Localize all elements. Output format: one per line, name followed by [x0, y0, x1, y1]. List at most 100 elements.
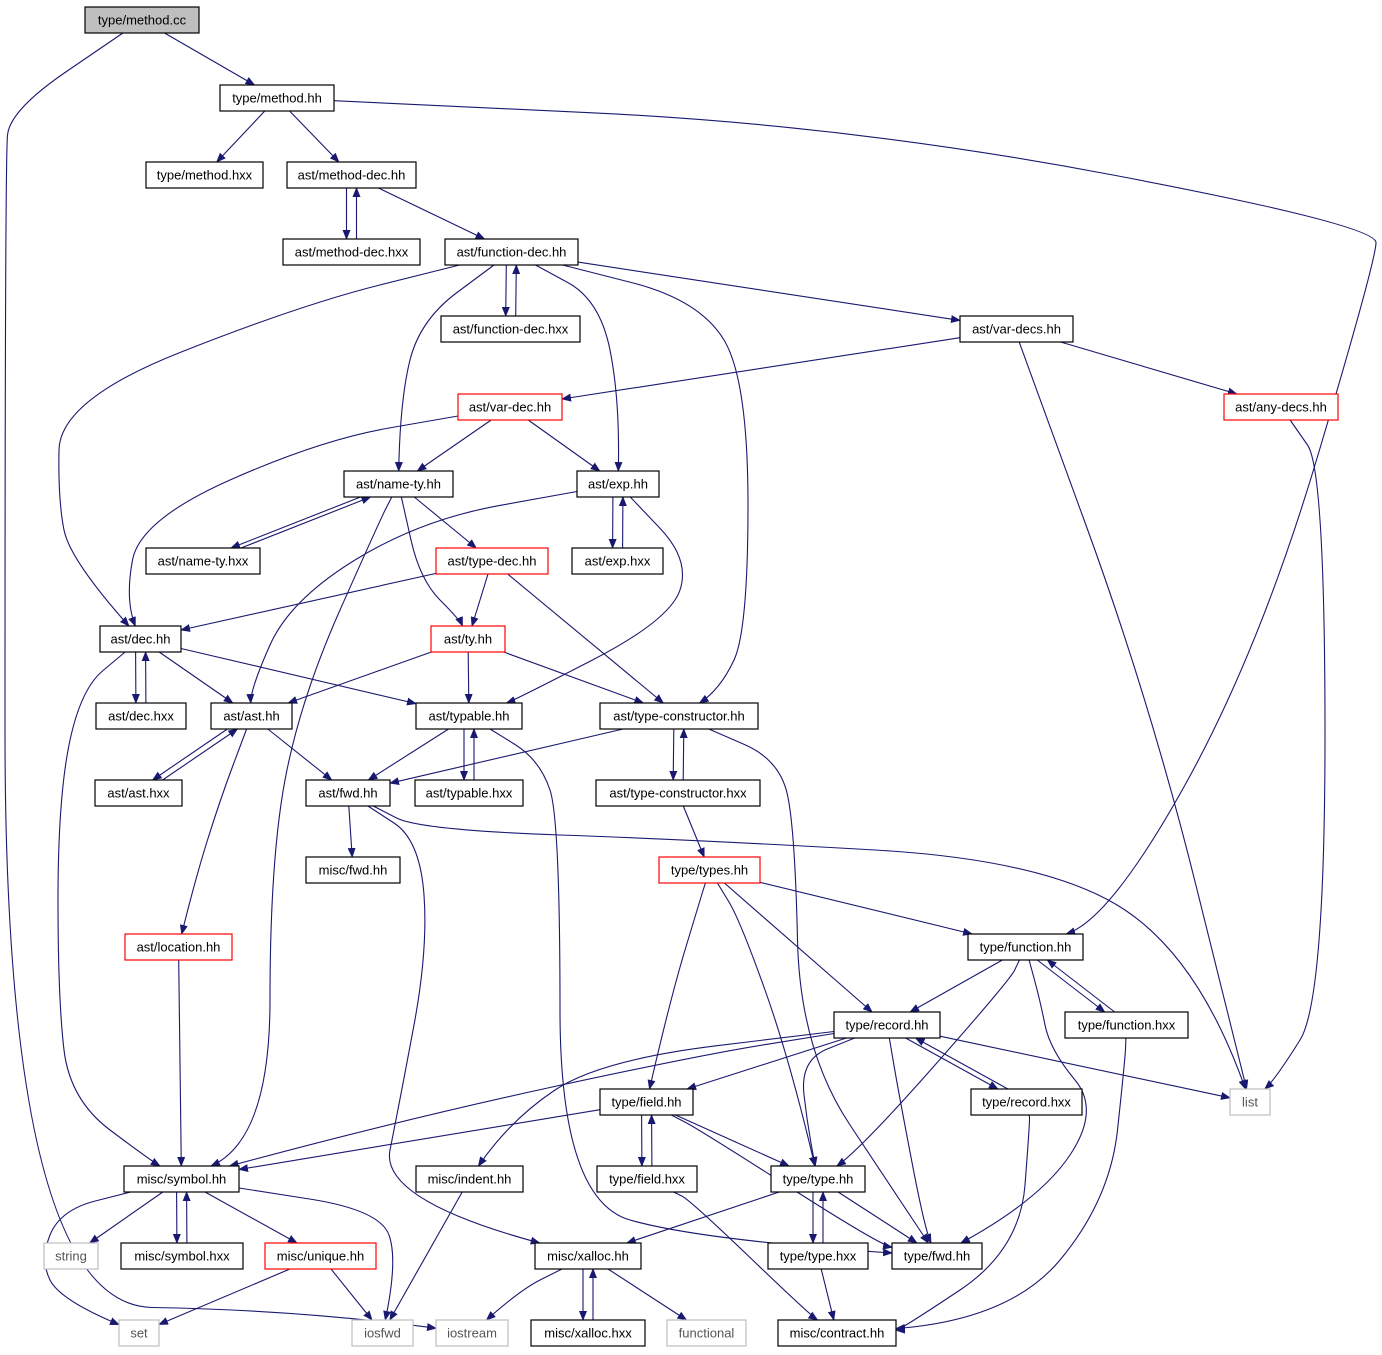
edge-var_decs_hh-to-var_dec_hh — [561, 337, 961, 402]
edge-method_dec_hh-to-function_dec_hh — [378, 187, 486, 240]
node-method-hh[interactable]: type/method.hh — [219, 84, 335, 112]
edge-record_hh-to-list — [939, 1035, 1231, 1100]
node-dec-hh[interactable]: ast/dec.hh — [99, 625, 182, 653]
node-box — [571, 547, 664, 575]
node-label: ast/typable.hxx — [426, 786, 513, 801]
node-exp-hh[interactable]: ast/exp.hh — [576, 470, 660, 498]
node-dec-hxx[interactable]: ast/dec.hxx — [95, 702, 187, 730]
node-box — [770, 1165, 866, 1193]
node-label: type/function.hxx — [1078, 1018, 1176, 1033]
node-indent-hh[interactable]: misc/indent.hh — [415, 1165, 524, 1193]
node-box — [530, 1319, 646, 1347]
node-label: type/types.hh — [671, 863, 748, 878]
edge-types_hh-to-field_hh — [647, 882, 706, 1090]
edge-record_hxx-to-contract_hh — [895, 1114, 1031, 1334]
edge-function_dec_hh-to-exp_hh — [535, 264, 623, 472]
edge-types_hh-to-record_hh — [724, 882, 873, 1013]
node-name-ty-hxx[interactable]: ast/name-ty.hxx — [145, 547, 261, 575]
edge-method_hh-to-method_hxx — [216, 110, 266, 163]
edge-types_hh-to-type_hh — [716, 882, 817, 1167]
edge-type_hh-to-type_fwd_hh — [837, 1191, 918, 1244]
node-box — [658, 856, 761, 884]
node-method-cc[interactable]: type/method.cc — [84, 6, 200, 34]
node-location-hh[interactable]: ast/location.hh — [124, 933, 233, 961]
node-label: ast/type-dec.hh — [448, 554, 537, 569]
node-function-hxx[interactable]: type/function.hxx — [1064, 1011, 1189, 1039]
edge-any_decs_hh-to-list — [1264, 419, 1326, 1090]
node-label: misc/xalloc.hxx — [544, 1326, 632, 1341]
node-function-hh[interactable]: type/function.hh — [967, 933, 1084, 961]
node-label: type/record.hxx — [982, 1095, 1071, 1110]
node-misc-fwd-hh[interactable]: misc/fwd.hh — [305, 856, 401, 884]
node-type-dec-hh[interactable]: ast/type-dec.hh — [435, 547, 549, 575]
node-field-hh[interactable]: type/field.hh — [599, 1088, 694, 1116]
node-function-dec-hxx[interactable]: ast/function-dec.hxx — [440, 315, 581, 343]
edge-dec_hh-to-ast_hh — [158, 651, 234, 704]
node-ast-hh[interactable]: ast/ast.hh — [210, 702, 293, 730]
node-xalloc-hxx[interactable]: misc/xalloc.hxx — [530, 1319, 646, 1347]
node-label: string — [55, 1249, 87, 1264]
node-contract-hh[interactable]: misc/contract.hh — [777, 1319, 897, 1347]
node-ty-hh[interactable]: ast/ty.hh — [430, 625, 506, 653]
edge-record_hh-to-record_hxx — [905, 1037, 999, 1090]
edge-record_hh-to-field_hh — [686, 1037, 847, 1091]
edge-var_decs_hh-to-any_decs_hh — [1060, 341, 1238, 396]
node-label: type/method.cc — [98, 13, 187, 28]
node-var-decs-hh[interactable]: ast/var-decs.hh — [959, 315, 1074, 343]
node-xalloc-hh[interactable]: misc/xalloc.hh — [534, 1242, 642, 1270]
node-method-dec-hxx[interactable]: ast/method-dec.hxx — [282, 238, 421, 266]
node-exp-hxx[interactable]: ast/exp.hxx — [571, 547, 664, 575]
node-ast-hxx[interactable]: ast/ast.hxx — [94, 779, 183, 807]
node-box — [596, 1165, 698, 1193]
node-box — [210, 702, 293, 730]
node-type-hxx[interactable]: type/type.hxx — [767, 1242, 869, 1270]
node-label: type/type.hh — [783, 1172, 854, 1187]
node-box — [970, 1088, 1083, 1116]
edge-var_dec_hh-to-dec_hh — [128, 415, 459, 627]
edge-symbol_hh-to-unique_hh — [204, 1191, 298, 1244]
node-box — [599, 1088, 694, 1116]
node-name-ty-hh[interactable]: ast/name-ty.hh — [343, 470, 454, 498]
edge-type_constructor_hh-to-type_constructor_hxx — [669, 728, 678, 781]
node-label: type/method.hh — [232, 91, 322, 106]
edge-field_hh-to-type_hh — [675, 1114, 790, 1167]
node-unique-hh[interactable]: misc/unique.hh — [264, 1242, 377, 1270]
edge-var_dec_hh-to-name_ty_hh — [416, 419, 492, 472]
edge-method_cc-to-method_hh — [164, 32, 256, 86]
node-typable-hxx[interactable]: ast/typable.hxx — [414, 779, 524, 807]
node-function-dec-hh[interactable]: ast/function-dec.hh — [444, 238, 579, 266]
node-types-hh[interactable]: type/types.hh — [658, 856, 761, 884]
node-type-fwd-hh[interactable]: type/fwd.hh — [891, 1242, 983, 1270]
node-method-hxx[interactable]: type/method.hxx — [145, 161, 264, 189]
node-box — [891, 1242, 983, 1270]
node-record-hh[interactable]: type/record.hh — [833, 1011, 941, 1039]
node-fwd-hh[interactable]: ast/fwd.hh — [305, 779, 391, 807]
node-type-constructor-hxx[interactable]: ast/type-constructor.hxx — [595, 779, 761, 807]
edge-function_dec_hh-to-dec_hh — [58, 264, 460, 627]
edge-name_ty_hh-to-name_ty_hxx — [230, 496, 361, 549]
node-box — [305, 779, 391, 807]
node-any-decs-hh[interactable]: ast/any-decs.hh — [1223, 393, 1339, 421]
node-symbol-hxx[interactable]: misc/symbol.hxx — [120, 1242, 244, 1270]
node-var-dec-hh[interactable]: ast/var-dec.hh — [457, 393, 563, 421]
edge-type_constructor_hxx-to-type_constructor_hh — [679, 728, 688, 781]
node-method-dec-hh[interactable]: ast/method-dec.hh — [286, 161, 417, 189]
node-label: ast/ty.hh — [444, 632, 492, 647]
node-type-hh[interactable]: type/type.hh — [770, 1165, 866, 1193]
node-field-hxx[interactable]: type/field.hxx — [596, 1165, 698, 1193]
edge-ast_hh-to-fwd_hh — [267, 728, 333, 781]
node-box — [534, 1242, 642, 1270]
node-typable-hh[interactable]: ast/typable.hh — [415, 702, 523, 730]
node-label: iosfwd — [364, 1326, 401, 1341]
edge-xalloc_hh-to-iostream — [485, 1268, 563, 1321]
edge-ty_hh-to-ast_hh — [287, 651, 432, 704]
edge-record_hxx-to-record_hh — [914, 1037, 1009, 1090]
node-label: type/fwd.hh — [904, 1249, 971, 1264]
node-record-hxx[interactable]: type/record.hxx — [970, 1088, 1083, 1116]
node-symbol-hh[interactable]: misc/symbol.hh — [123, 1165, 240, 1193]
node-type-constructor-hh[interactable]: ast/type-constructor.hh — [599, 702, 759, 730]
node-list: list — [1229, 1088, 1271, 1116]
edge-location_hh-to-symbol_hh — [177, 959, 186, 1167]
node-box — [95, 702, 187, 730]
node-label: ast/var-decs.hh — [972, 322, 1061, 337]
